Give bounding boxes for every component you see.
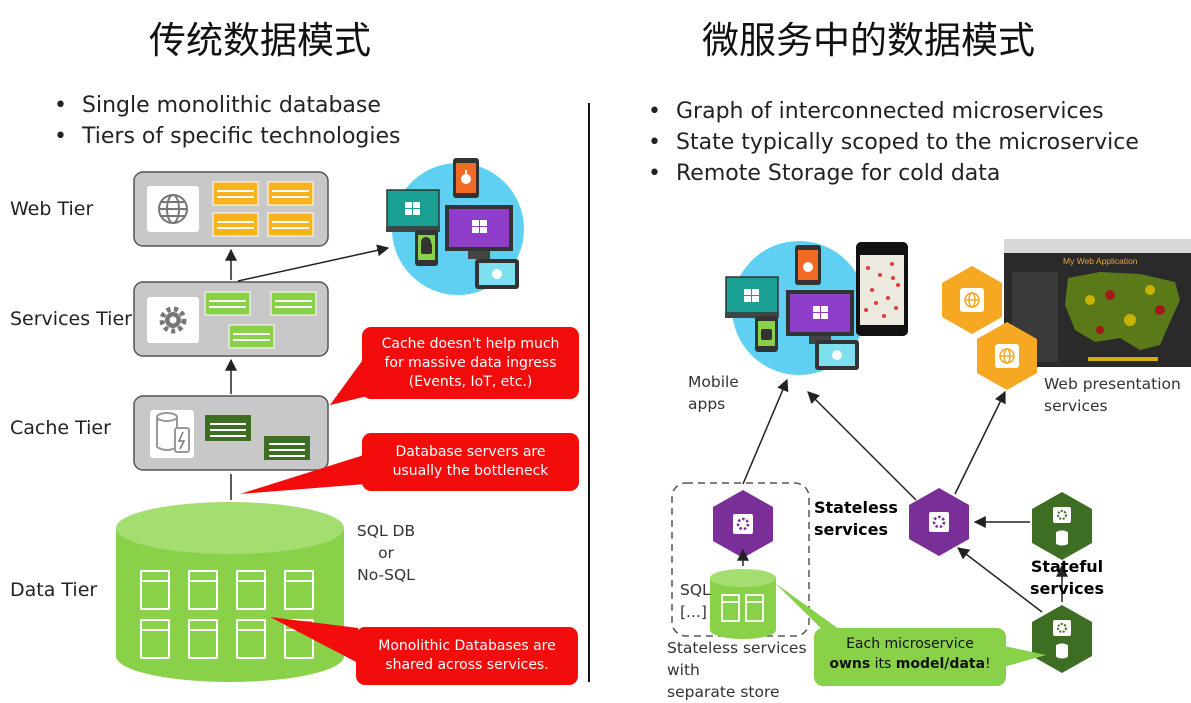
globe-icon bbox=[158, 194, 188, 224]
left-title: 传统数据模式 bbox=[149, 19, 371, 62]
gear-icon bbox=[159, 306, 187, 334]
mobile-apps-label: Mobile apps bbox=[688, 373, 739, 413]
separate-store-box bbox=[671, 482, 810, 637]
bottleneck-callout-pointer bbox=[240, 455, 366, 494]
windows-icon bbox=[405, 202, 420, 215]
sql-label: SQL [...] bbox=[680, 581, 711, 621]
cache-tier-label: Cache Tier bbox=[10, 417, 111, 439]
ownership-callout-pointer-2 bbox=[1000, 645, 1046, 668]
left-bullet: Single monolithic database bbox=[46, 90, 400, 121]
left-bullet: Tiers of specific technologies bbox=[46, 121, 400, 152]
web-presentation-hexes bbox=[942, 266, 1037, 390]
stateful-services-label: Stateful services bbox=[1029, 557, 1105, 598]
data-tier-database bbox=[116, 502, 344, 682]
services-tier-label: Services Tier bbox=[10, 308, 132, 330]
stateful-service-hex-1 bbox=[1032, 492, 1092, 560]
stateless-service-hex-1 bbox=[713, 490, 773, 558]
stateful-service-hex-2 bbox=[1032, 605, 1092, 673]
tier-arrows bbox=[225, 244, 390, 500]
mobile-devices-right bbox=[725, 241, 908, 375]
web-tier-label: Web Tier bbox=[10, 198, 94, 220]
right-bullet: State typically scoped to the microservi… bbox=[640, 127, 1139, 158]
left-bullets: Single monolithic database Tiers of spec… bbox=[46, 90, 400, 152]
web-presentation-label: Web presentation services bbox=[1044, 375, 1181, 415]
right-bullet: Remote Storage for cold data bbox=[640, 158, 1139, 189]
sql-db-label: SQL DB or No-SQL bbox=[356, 522, 416, 584]
android-icon bbox=[421, 237, 432, 254]
mobile-devices-left bbox=[386, 158, 524, 295]
monolithic-callout-pointer bbox=[270, 617, 360, 664]
cache-callout: Cache doesn't help much for massive data… bbox=[362, 327, 579, 399]
right-title: 微服务中的数据模式 bbox=[702, 19, 1035, 62]
right-bullet: Graph of interconnected microservices bbox=[640, 96, 1139, 127]
cache-icon bbox=[150, 410, 194, 458]
data-tier-label: Data Tier bbox=[10, 579, 98, 601]
apple-icon bbox=[461, 170, 471, 184]
service-arrows bbox=[737, 378, 1068, 613]
stateless-service-hex-2 bbox=[909, 488, 969, 556]
web-tier-box bbox=[133, 171, 329, 247]
bottleneck-callout: Database servers are usually the bottlen… bbox=[362, 433, 579, 491]
right-bullets: Graph of interconnected microservices St… bbox=[640, 96, 1139, 189]
separate-store-label: Stateless services with separate store bbox=[667, 639, 807, 701]
monolithic-callout: Monolithic Databases are shared across s… bbox=[356, 627, 578, 685]
stateless-services-label: Stateless services bbox=[814, 498, 898, 539]
sql-database-icon bbox=[710, 569, 776, 639]
web-application-screenshot: My Web Application bbox=[1004, 239, 1191, 367]
web-app-title: My Web Application bbox=[1063, 256, 1138, 266]
ownership-callout: Each microservice owns its model/data! bbox=[814, 628, 1006, 686]
cache-tier-box bbox=[133, 395, 329, 471]
services-tier-box bbox=[133, 281, 329, 357]
